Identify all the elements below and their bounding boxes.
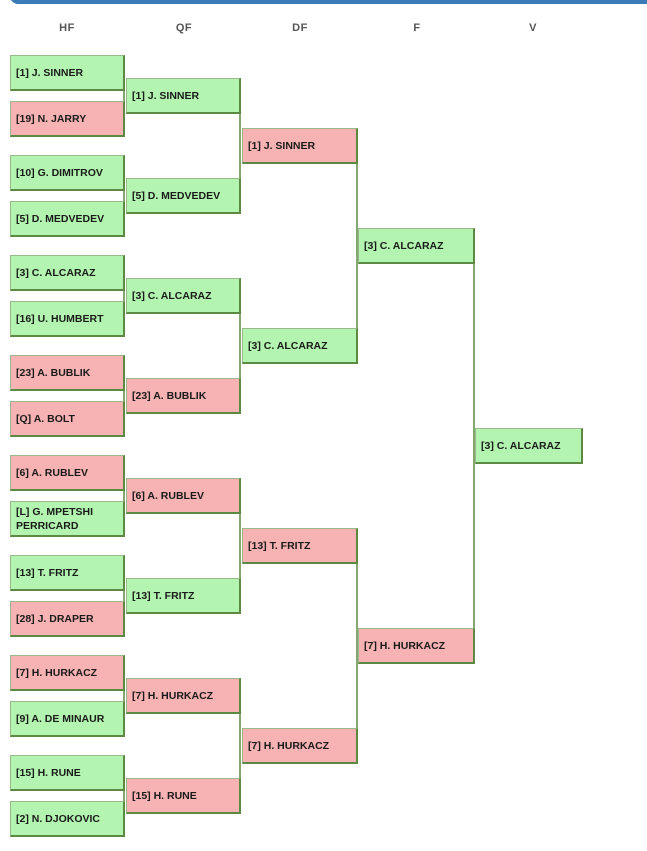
player-slot-qf-7: [7] H. HURKACZ <box>126 678 241 714</box>
round-header-df: DF <box>292 22 308 34</box>
round-header-hf: HF <box>59 22 75 34</box>
player-slot-qf-6: [13] T. FRITZ <box>126 578 241 614</box>
player-slot-qf-8: [15] H. RUNE <box>126 778 241 814</box>
player-slot-df-1: [1] J. SINNER <box>242 128 358 164</box>
player-slot-hf-1: [1] J. SINNER <box>10 55 125 91</box>
player-slot-hf-12: [28] J. DRAPER <box>10 601 125 637</box>
player-slot-qf-1: [1] J. SINNER <box>126 78 241 114</box>
player-slot-qf-4: [23] A. BUBLIK <box>126 378 241 414</box>
round-header-qf: QF <box>175 22 193 34</box>
player-slot-hf-6: [16] U. HUMBERT <box>10 301 125 337</box>
connector-df-2 <box>349 545 358 747</box>
player-slot-hf-3: [10] G. DIMITROV <box>10 155 125 191</box>
player-slot-hf-10: [L] G. MPETSHI PERRICARD <box>10 501 125 537</box>
player-slot-qf-2: [5] D. MEDVEDEV <box>126 178 241 214</box>
player-slot-hf-15: [15] H. RUNE <box>10 755 125 791</box>
connector-df-1 <box>349 145 358 347</box>
player-slot-hf-13: [7] H. HURKACZ <box>10 655 125 691</box>
player-slot-df-4: [7] H. HURKACZ <box>242 728 358 764</box>
player-slot-hf-16: [2] N. DJOKOVIC <box>10 801 125 837</box>
player-slot-qf-3: [3] C. ALCARAZ <box>126 278 241 314</box>
player-slot-df-3: [13] T. FRITZ <box>242 528 358 564</box>
player-slot-v-1: [3] C. ALCARAZ <box>475 428 583 464</box>
player-slot-f-2: [7] H. HURKACZ <box>358 628 475 664</box>
player-slot-hf-5: [3] C. ALCARAZ <box>10 255 125 291</box>
player-slot-hf-9: [6] A. RUBLEV <box>10 455 125 491</box>
player-slot-f-1: [3] C. ALCARAZ <box>358 228 475 264</box>
round-header-f: F <box>413 22 421 34</box>
round-header-v: V <box>529 22 537 34</box>
player-slot-hf-11: [13] T. FRITZ <box>10 555 125 591</box>
player-slot-hf-7: [23] A. BUBLIK <box>10 355 125 391</box>
player-slot-df-2: [3] C. ALCARAZ <box>242 328 358 364</box>
player-slot-hf-4: [5] D. MEDVEDEV <box>10 201 125 237</box>
player-slot-qf-5: [6] A. RUBLEV <box>126 478 241 514</box>
player-slot-hf-14: [9] A. DE MINAUR <box>10 701 125 737</box>
connector-f-1 <box>466 245 475 647</box>
player-slot-hf-8: [Q] A. BOLT <box>10 401 125 437</box>
player-slot-hf-2: [19] N. JARRY <box>10 101 125 137</box>
top-accent-bar <box>10 0 647 4</box>
